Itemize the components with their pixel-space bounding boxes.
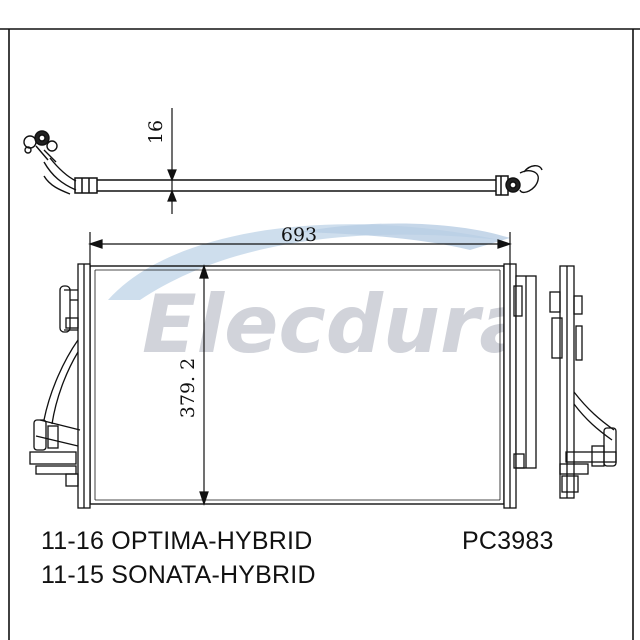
caption-model-line-1: 11-16 OPTIMA-HYBRID <box>41 527 313 555</box>
pipe-fitting-icon <box>23 130 77 195</box>
dim-height-label: 379. 2 <box>177 358 199 418</box>
watermark-text: Elecdura <box>142 278 533 371</box>
drawing-frame <box>0 28 640 640</box>
dim-width-label: 693 <box>281 224 317 246</box>
watermark-swoosh <box>108 224 500 300</box>
watermark-logo: Elecdura <box>108 223 533 371</box>
dim-height <box>199 264 209 506</box>
dim-thickness-label: 16 <box>145 120 167 144</box>
dim-thickness <box>167 108 177 214</box>
side-view <box>549 265 617 499</box>
top-view-pipe <box>74 175 509 196</box>
caption-model-line-2: 11-15 SONATA-HYBRID <box>41 561 316 589</box>
dim-width <box>88 232 512 268</box>
part-number: PC3983 <box>462 527 554 555</box>
left-header-tank <box>29 263 91 509</box>
pipe-end-icon <box>505 165 543 194</box>
right-header-tank <box>503 263 537 509</box>
